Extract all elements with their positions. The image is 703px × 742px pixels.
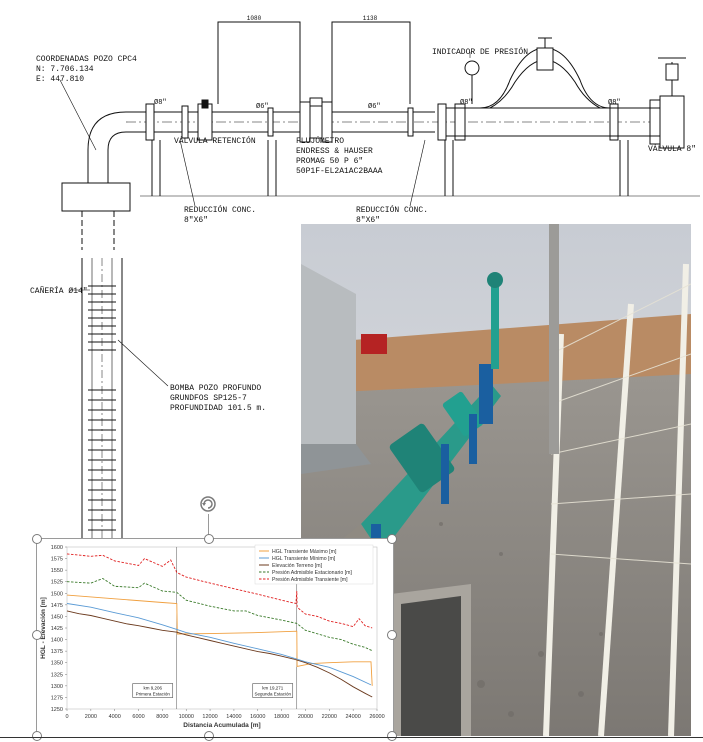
series-line-1	[66, 594, 373, 686]
x-tick-label: 4000	[109, 714, 121, 720]
x-tick-label: 8000	[156, 714, 168, 720]
pipe-label-6in-a: Ø6"	[256, 102, 269, 111]
selection-handle-top-middle[interactable]	[204, 534, 214, 544]
flowmeter-line-1: FLUJÓMETRO	[296, 136, 344, 146]
pressure-indicator-label: INDICADOR DE PRESIÓN	[432, 47, 528, 57]
station-annotation-text: km 9,206	[144, 686, 163, 691]
legend-label: Presión Admisible Estacionario [m]	[272, 570, 352, 576]
coord-e: E: 447.810	[36, 75, 84, 84]
selection-handle-middle-left[interactable]	[32, 630, 42, 640]
y-tick-label: 1600	[51, 545, 63, 551]
y-tick-label: 1425	[51, 626, 63, 632]
coord-n: N: 7.706.134	[36, 65, 94, 74]
series-line-4	[66, 577, 373, 652]
legend-label: HGL Transiente Mínimo [m]	[272, 556, 336, 562]
legend-box	[254, 544, 374, 585]
x-tick-label: 10000	[179, 714, 194, 720]
hgl-chart-frame[interactable]: 1250 1275 1300 1325 1350 1375 1400 1425 1450 1475…	[36, 538, 394, 738]
x-axis-label: Distancia Acumulada [m]	[183, 722, 260, 729]
y-tick-label: 1300	[51, 684, 63, 690]
rotate-handle-icon[interactable]	[198, 494, 218, 514]
casing-label: CAÑERÍA Ø14"	[30, 287, 88, 296]
station-annotation-box	[252, 683, 294, 698]
y-tick-label: 1275	[51, 695, 63, 701]
station-annotation-text: Segunda Estación	[255, 692, 292, 697]
check-valve-label: VÁLVULA RETENCIÓN	[174, 136, 256, 146]
y-tick-label: 1475	[51, 603, 63, 609]
legend-label: Elevación Terreno [m]	[272, 563, 323, 569]
well-column	[70, 258, 169, 540]
station-annotation-box	[132, 683, 174, 698]
installation-photo	[301, 224, 691, 736]
x-tick-label: 12000	[202, 714, 217, 720]
y-tick-label: 1450	[51, 614, 63, 620]
station-annotation-text: Primera Estación	[136, 692, 171, 697]
station-annotation-text: km 19,271	[262, 686, 284, 691]
y-tick-label: 1525	[51, 580, 63, 586]
x-tick-label: 14000	[226, 714, 241, 720]
pipe-label-6in-b: Ø6"	[368, 102, 381, 111]
y-tick-label: 1400	[51, 638, 63, 644]
legend-label: HGL Transiente Máximo [m]	[272, 549, 337, 555]
flowmeter-line-2: ENDRESS & HAUSER	[296, 147, 373, 156]
y-tick-label: 1550	[51, 568, 63, 574]
coords-title: COORDENADAS POZO CPC4	[36, 55, 137, 64]
selection-handle-top-left[interactable]	[32, 534, 42, 544]
x-tick-label: 16000	[250, 714, 265, 720]
flowmeter-line-3: PROMAG 50 P 6"	[296, 157, 363, 166]
hgl-chart: 1250 1275 1300 1325 1350 1375 1400 1425 1450 1475…	[40, 544, 385, 729]
series-line-2	[66, 603, 372, 686]
page-bottom-rule	[0, 737, 703, 738]
pipe-label-8in-a: Ø8"	[154, 98, 167, 107]
x-tick-label: 22000	[322, 714, 337, 720]
legend-label: Presión Admisible Transiente [m]	[272, 577, 348, 583]
x-tick-label: 6000	[132, 714, 144, 720]
reduction-1-line-2: 8"X6"	[184, 216, 208, 225]
selection-handle-middle-right[interactable]	[387, 630, 397, 640]
selection-handle-top-right[interactable]	[387, 534, 397, 544]
reduction-1-line-1: REDUCCIÓN CONC.	[184, 205, 256, 215]
reduction-2-line-1: REDUCCIÓN CONC.	[356, 205, 428, 215]
pump-line-3: PROFUNDIDAD 101.5 m.	[170, 404, 266, 413]
x-tick-label: 26000	[369, 714, 384, 720]
y-tick-label: 1350	[51, 661, 63, 667]
valve-8-label: VÁLVULA 8"	[648, 145, 696, 154]
x-tick-label: 0	[65, 714, 68, 720]
x-tick-label: 24000	[346, 714, 361, 720]
rotate-handle-stem	[208, 514, 209, 538]
series-line-5	[66, 553, 373, 629]
y-tick-label: 1325	[51, 672, 63, 678]
dimension-2: 1138	[363, 15, 378, 22]
x-tick-label: 2000	[85, 714, 97, 720]
pump-line-2: GRUNDFOS SP125-7	[170, 394, 247, 403]
y-tick-label: 1375	[51, 649, 63, 655]
y-tick-label: 1500	[51, 591, 63, 597]
pipe-label-8in-b: Ø8"	[460, 98, 473, 107]
dimension-1: 1080	[247, 15, 262, 22]
well-head	[61, 150, 131, 250]
x-tick-label: 18000	[274, 714, 289, 720]
series-line-3	[66, 610, 373, 698]
y-axis-label: HGL - Elevación [m]	[40, 597, 47, 659]
flowmeter-line-4: 50P1F-EL2A1AC2BAAA	[296, 167, 383, 176]
reduction-2-line-2: 8"X6"	[356, 216, 380, 225]
pipe-label-8in-c: Ø8"	[608, 98, 621, 107]
x-tick-label: 20000	[298, 714, 313, 720]
pump-line-1: BOMBA POZO PROFUNDO	[170, 384, 261, 393]
y-tick-label: 1250	[51, 707, 63, 713]
y-tick-label: 1575	[51, 557, 63, 563]
